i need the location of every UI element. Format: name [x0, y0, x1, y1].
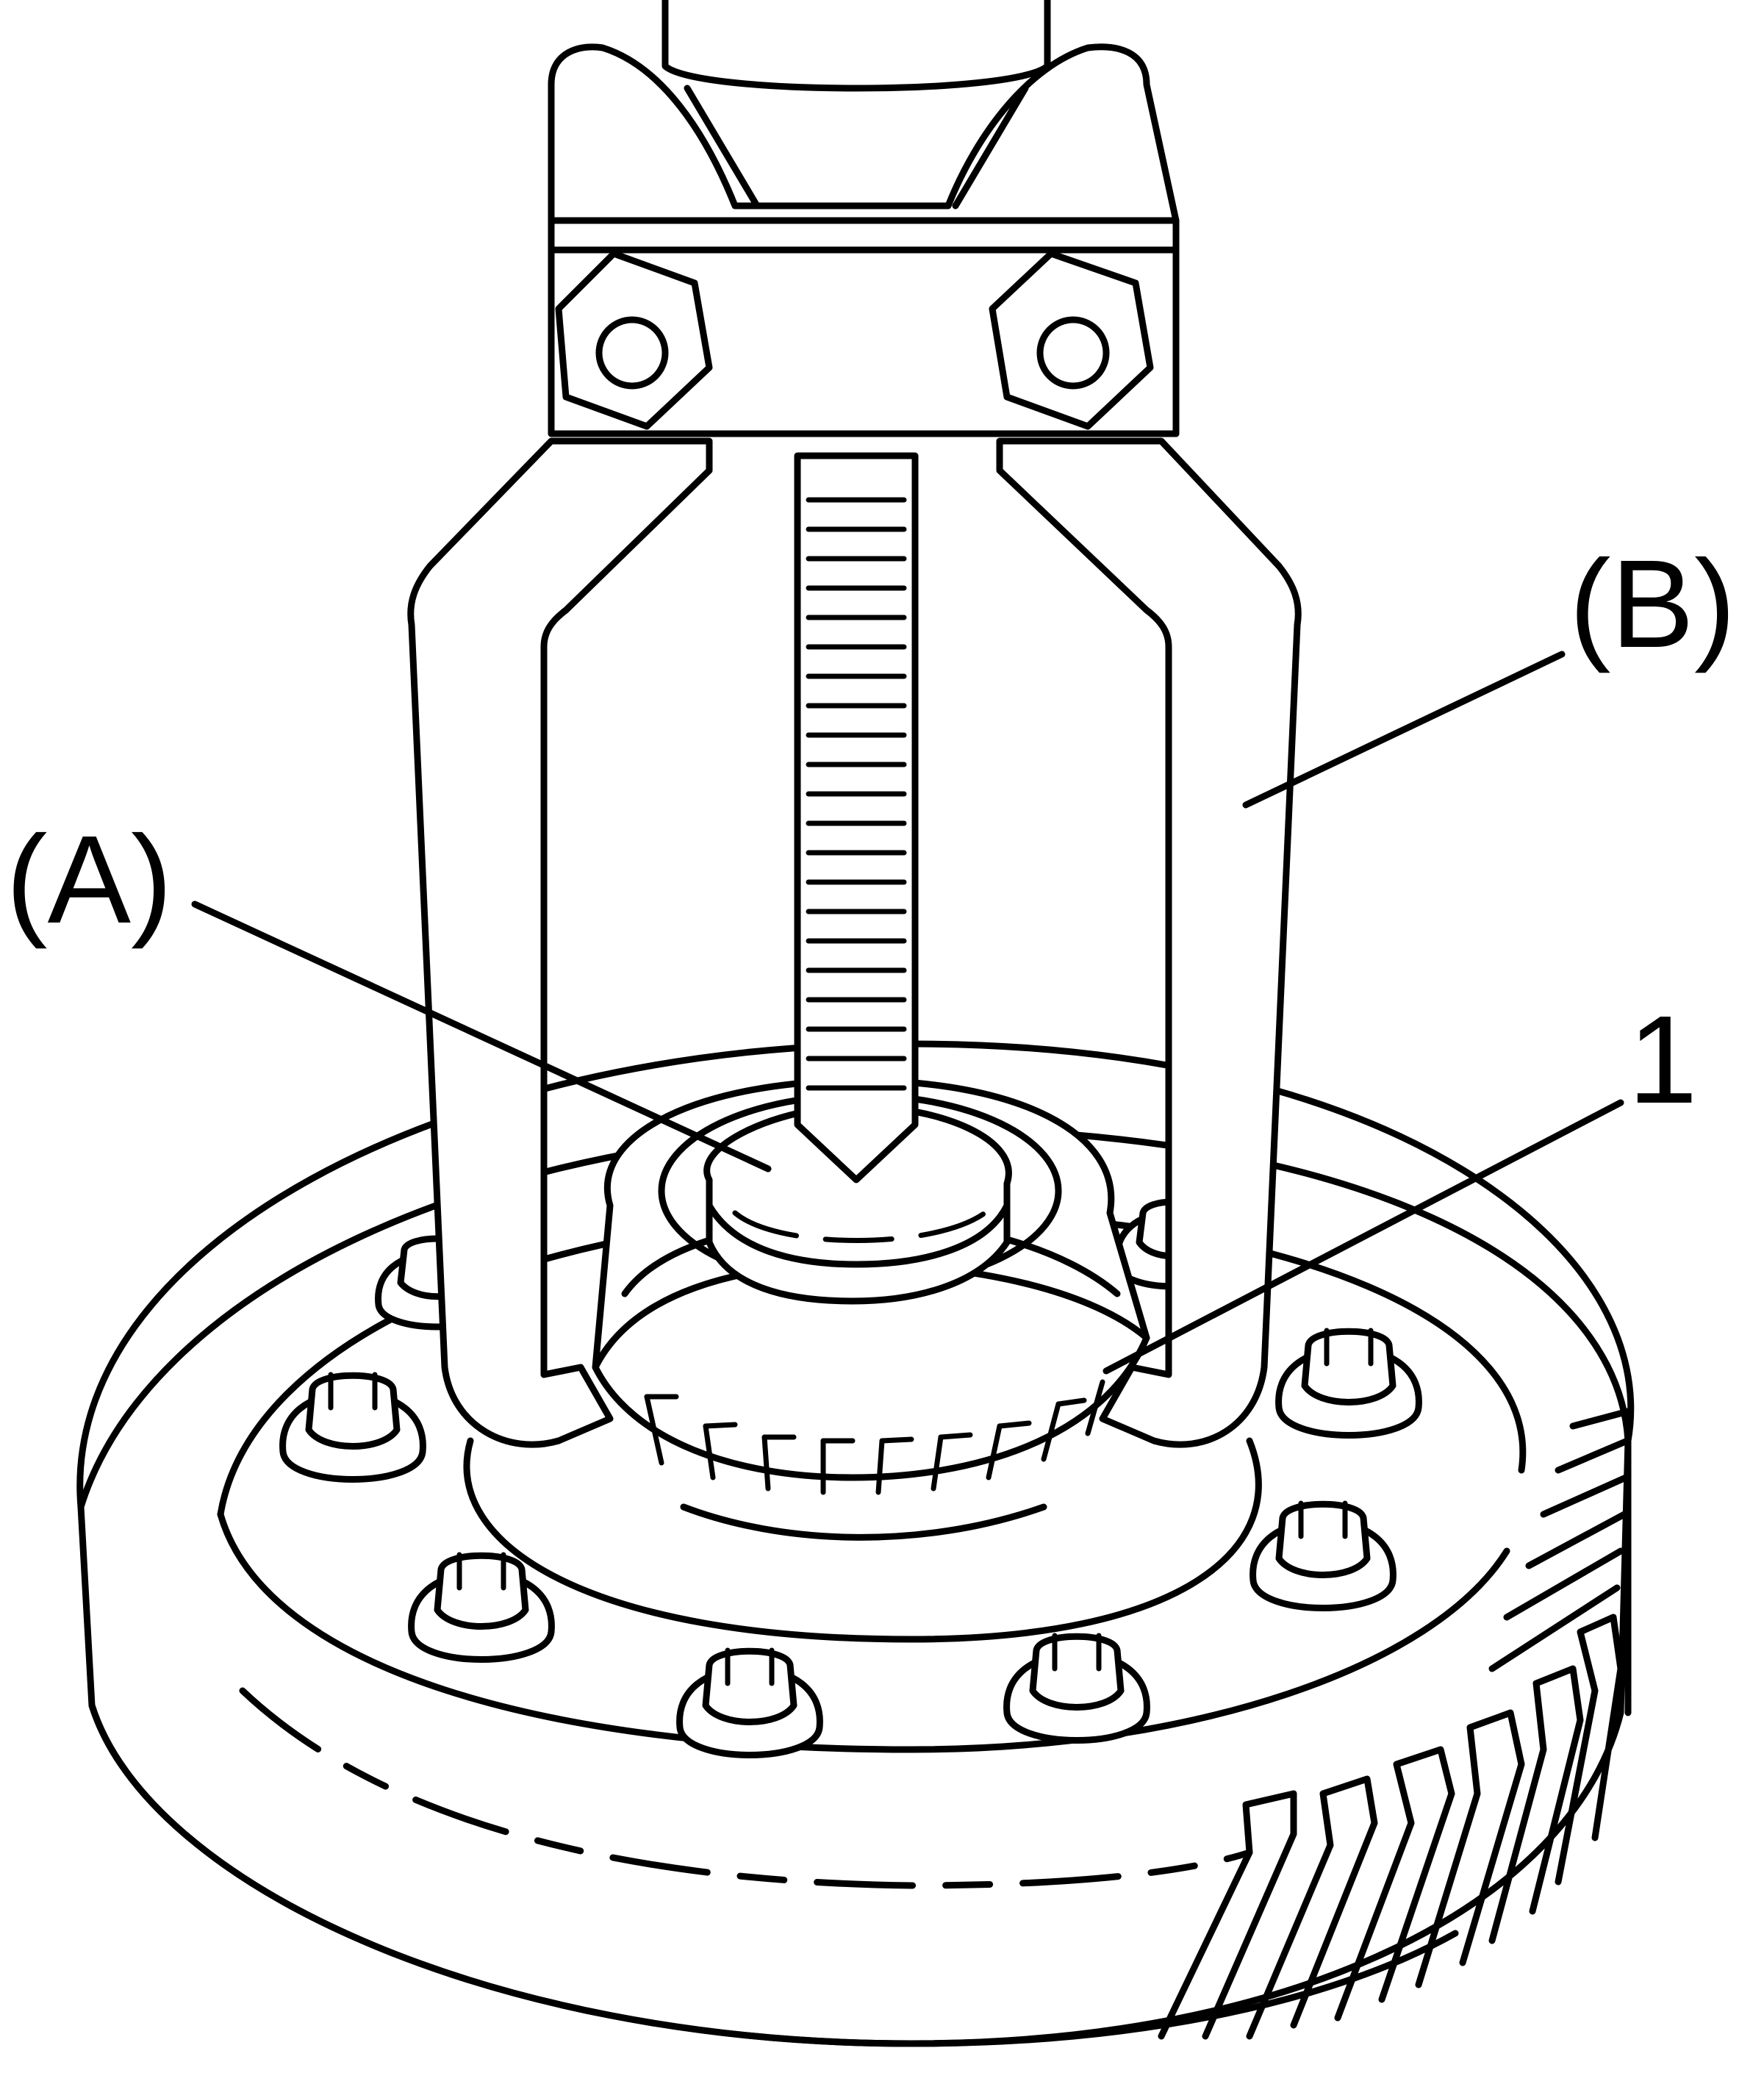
bearing-puller — [407, 0, 1302, 1448]
case-bolt — [1003, 1633, 1150, 1744]
right-hex-nut — [989, 250, 1154, 430]
ring-gear-teeth — [1158, 1408, 1632, 2040]
case-bolt — [279, 1372, 426, 1483]
case-bolt — [1275, 1328, 1422, 1439]
callout-label-a: (A) — [6, 810, 173, 950]
left-hex-nut — [555, 250, 713, 430]
case-bolt — [1250, 1500, 1396, 1611]
leader-lines — [191, 651, 1624, 1375]
leader-line-1 — [1102, 1099, 1624, 1375]
callout-label-b: (B) — [1569, 534, 1736, 674]
leader-line-a — [191, 900, 772, 1172]
case-bolt — [408, 1552, 555, 1663]
bearing-puller-attachment — [703, 1103, 1012, 1305]
leader-line-b — [1242, 651, 1566, 809]
forcing-screw — [794, 452, 919, 1184]
case-bolt — [676, 1647, 823, 1758]
case-bolts — [279, 1198, 1422, 1758]
callout-label-1: 1 — [1628, 990, 1698, 1130]
